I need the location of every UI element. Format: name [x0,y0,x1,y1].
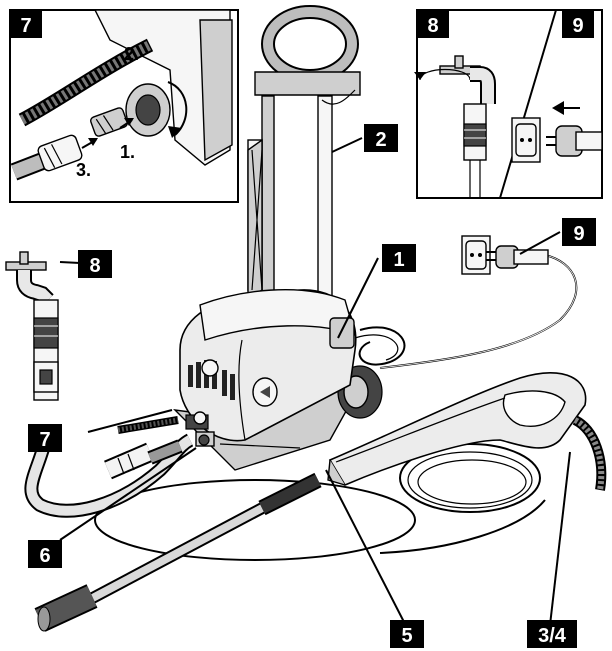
step-3-label: 3. [76,160,91,180]
callout-7-text: 7 [39,429,50,451]
spray-lance [34,472,322,632]
pressure-washer-unit [173,288,383,471]
spray-gun [327,372,607,491]
callout-5-text: 5 [401,625,412,647]
garden-tap-icon [5,251,59,401]
callout-9-text: 9 [573,223,584,245]
callout-leaders [59,137,571,626]
callout-2-text: 2 [375,129,386,151]
callout-5: 5 [390,620,424,648]
inset-8-9-detail: 8 9 [414,9,603,199]
step-2-label: 2. [124,44,139,64]
power-socket-icon [511,101,603,163]
wall-socket-plug [461,235,549,275]
power-switch-icon [252,377,278,407]
nozzle-icon [34,584,98,632]
callout-3-4-text: 3/4 [538,625,567,647]
high-pressure-outlet-icon [195,431,215,447]
power-cable [354,254,578,369]
hose-connectors [104,416,183,480]
callout-7: 7 [28,424,62,452]
high-pressure-hose [94,443,546,561]
water-tap-icon [414,55,496,198]
inset-7-tag: 7 [20,15,31,37]
inset-8-tag: 8 [427,15,438,37]
callout-6: 6 [28,540,62,568]
callout-8-text: 8 [89,255,100,277]
callout-8: 8 [78,250,112,278]
trolley-frame [247,5,361,347]
callout-1: 1 [382,244,416,272]
inset-7-connection-detail: 7 1. 2. 3. [9,9,239,203]
callout-9: 9 [562,218,596,246]
callout-3-4: 3/4 [527,620,577,648]
indicator-knob-icon [201,359,219,377]
callout-2: 2 [364,124,398,152]
water-inlet-icon [185,411,209,430]
callout-1-text: 1 [393,249,404,271]
step-1-label: 1. [120,142,135,162]
callout-6-text: 6 [39,545,50,567]
inset-9-tag: 9 [572,15,583,37]
